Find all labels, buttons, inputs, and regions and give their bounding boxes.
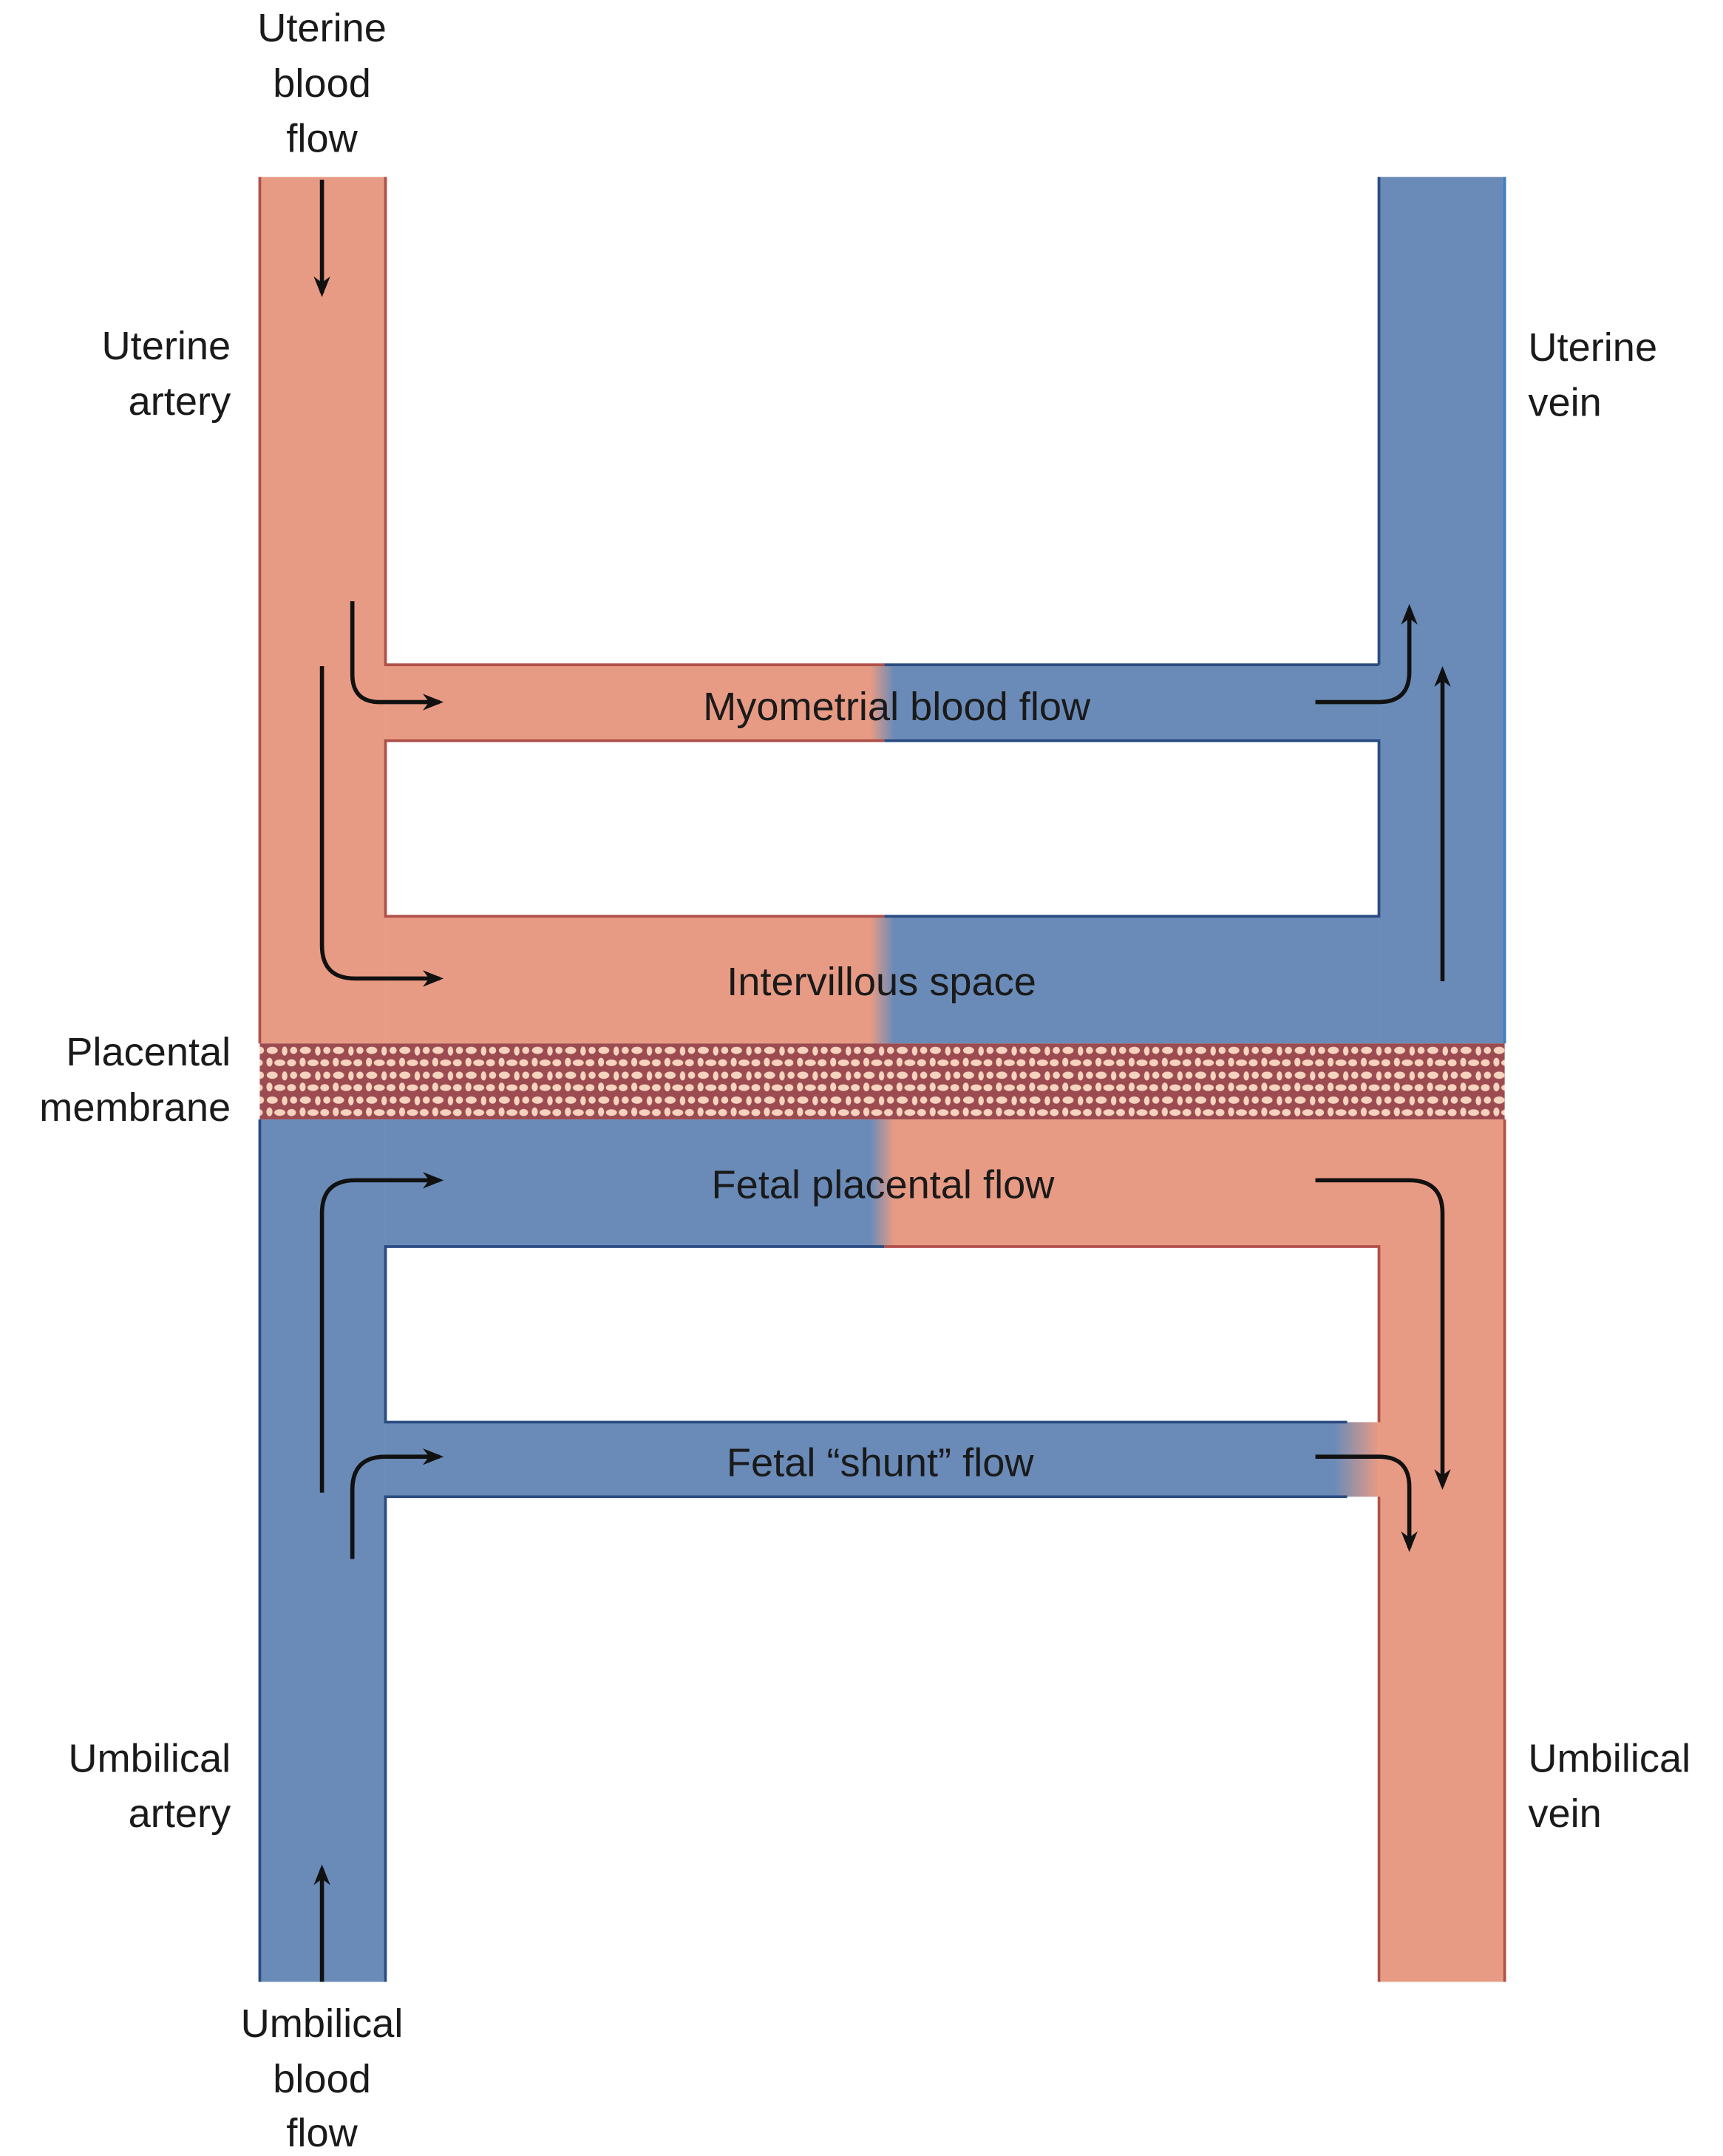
label-line: flow (286, 2111, 358, 2155)
fetal-shunt-channel (385, 1422, 1379, 1497)
tissue-block-upper (385, 740, 1379, 917)
arrow-shunt-return (1315, 1454, 1418, 1553)
arrow-to-myometrial (350, 601, 444, 711)
arrow-fetal-placental-return (1315, 1178, 1451, 1491)
label-placental-membrane: Placental membrane (39, 1030, 231, 1130)
label-line: vein (1528, 1791, 1601, 1836)
label-umbilical-vein: Umbilical vein (1528, 1736, 1690, 1836)
label-line: Uterine (257, 6, 387, 50)
arrow-to-fetal-shunt (350, 1448, 444, 1559)
label-line: membrane (39, 1085, 231, 1130)
label-uterine-artery: Uterine artery (102, 324, 231, 424)
label-line: Placental (66, 1030, 231, 1074)
intervillous-label: Intervillous space (727, 960, 1036, 1004)
label-uterine-vein: Uterine vein (1528, 325, 1657, 425)
label-line: blood (273, 2057, 371, 2101)
flow-arrows (313, 180, 1451, 1982)
fetal-shunt-label: Fetal “shunt” flow (727, 1440, 1034, 1485)
label-umbilical-blood-flow: Umbilical blood flow (241, 2001, 404, 2155)
label-line: Umbilical (68, 1736, 231, 1780)
tissue-block-lower (385, 1247, 1379, 1423)
label-uterine-blood-flow: Uterine blood flow (257, 6, 387, 161)
label-line: Uterine (1528, 325, 1657, 370)
myometrial-label: Myometrial blood flow (703, 685, 1091, 729)
arrow-to-fetal-placental (319, 1172, 444, 1493)
placental-membrane-band (259, 1043, 1505, 1120)
arrow-to-intervillous (319, 665, 444, 987)
label-line: Umbilical (1528, 1736, 1690, 1780)
arrow-myometrial-outflow (1315, 603, 1418, 705)
label-line: Uterine (102, 324, 231, 368)
intervillous-space (385, 916, 1379, 1044)
fetal-placental-channel (385, 1119, 1379, 1247)
lower-blank-area (387, 1498, 1378, 1984)
label-line: artery (129, 1791, 231, 1836)
label-umbilical-artery: Umbilical artery (68, 1736, 231, 1836)
fetal-placental-label: Fetal placental flow (712, 1163, 1056, 1207)
myometrial-channel (385, 665, 1379, 741)
label-line: flow (286, 117, 358, 161)
maternal-circulation (258, 177, 1506, 1044)
label-line: Umbilical (241, 2001, 404, 2046)
label-line: vein (1528, 381, 1601, 425)
label-line: blood (273, 61, 371, 106)
label-line: artery (129, 379, 231, 424)
